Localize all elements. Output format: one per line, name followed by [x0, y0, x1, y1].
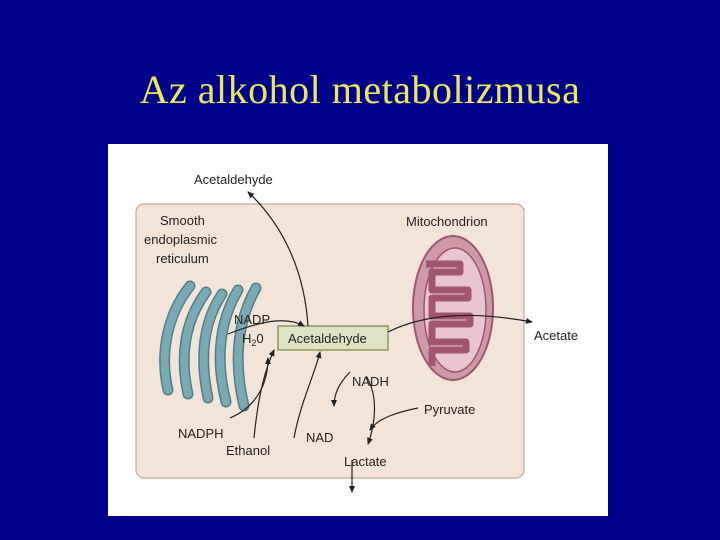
label-acetaldehyde-top: Acetaldehyde: [194, 172, 273, 187]
alcohol-metabolism-diagram: Acetaldehyde Smooth endoplasmic reticulu…: [108, 144, 608, 516]
label-ser-smooth: Smooth: [160, 213, 205, 228]
label-acetaldehyde-box: Acetaldehyde: [288, 331, 367, 346]
smooth-er-shape: [159, 280, 262, 412]
label-ethanol: Ethanol: [226, 443, 270, 458]
label-acetate: Acetate: [534, 328, 578, 343]
label-nadh: NADH: [352, 374, 389, 389]
label-mitochondrion: Mitochondrion: [406, 214, 488, 229]
label-pyruvate: Pyruvate: [424, 402, 475, 417]
pathway-arrows: [227, 191, 533, 493]
slide-title: Az alkohol metabolizmusa: [139, 67, 581, 112]
label-ser-reticulum: reticulum: [156, 251, 209, 266]
label-ser-endoplasmic: endoplasmic: [144, 232, 217, 247]
mitochondrion-shape: [412, 235, 494, 381]
label-lactate: Lactate: [344, 454, 387, 469]
acetaldehyde-box: [277, 325, 389, 351]
label-nadp: NADP: [234, 312, 270, 327]
label-h2o: H20: [242, 331, 264, 348]
label-nadph: NADPH: [178, 426, 224, 441]
label-nad: NAD: [306, 430, 333, 445]
